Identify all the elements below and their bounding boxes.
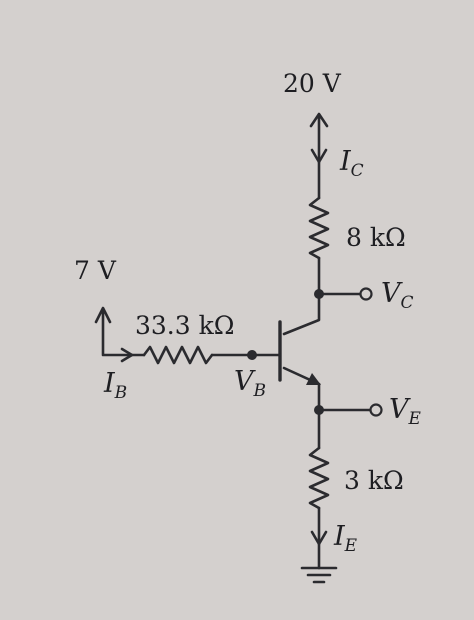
ib-label: IB (103, 368, 127, 403)
base-node-dot (247, 350, 257, 360)
ground-symbol (300, 566, 338, 584)
ie-current-arrow (310, 530, 328, 546)
ve-terminal (369, 403, 383, 417)
emitter-node-dot (314, 405, 324, 415)
emitter-arrow (306, 373, 321, 385)
rc-value-label: 8 kΩ (346, 223, 406, 252)
re-value-label: 3 kΩ (344, 466, 404, 495)
resistor-3k (308, 446, 330, 510)
wire-rc-to-collector (282, 256, 321, 336)
ve-label: VE (389, 394, 422, 429)
vc-terminal (359, 287, 373, 301)
vc-label: VC (381, 278, 414, 313)
ic-label: IC (339, 146, 364, 181)
ie-label: IE (333, 521, 358, 556)
ib-current-arrow (120, 347, 134, 363)
vbb-label: 7 V (74, 256, 117, 285)
supply-arrow-20v (309, 112, 329, 200)
vcc-label: 20 V (283, 69, 342, 98)
collector-node-dot (314, 289, 324, 299)
rb-value-label: 33.3 kΩ (135, 311, 235, 340)
resistor-8k (308, 196, 330, 260)
vb-label: VB (234, 366, 266, 401)
ic-current-arrow (310, 148, 328, 164)
resistor-33k (142, 345, 214, 365)
